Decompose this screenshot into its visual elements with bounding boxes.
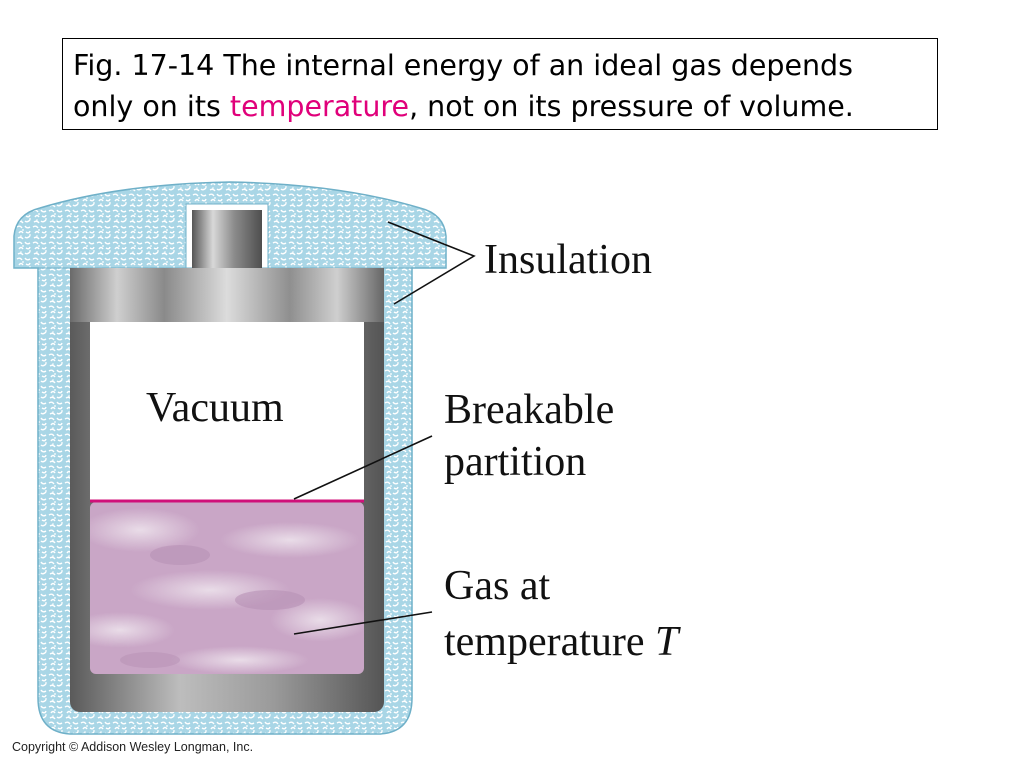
valve-stem [192, 210, 262, 270]
leader-lines [293, 221, 476, 635]
copyright-notice: Copyright © Addison Wesley Longman, Inc. [12, 740, 254, 754]
caption-highlight-temperature: temperature [229, 90, 410, 123]
caption-line-2: only on its temperature, not on its pres… [73, 86, 937, 127]
gas-leader [293, 611, 433, 635]
container-lid [70, 268, 384, 322]
caption-line-1: Fig. 17-14 The internal energy of an ide… [73, 49, 853, 82]
partition-label: Breakable partition [444, 384, 614, 488]
insulation-leader [387, 221, 476, 305]
caption-text-before: only on its [73, 90, 230, 123]
figure-caption: Fig. 17-14 The internal energy of an ide… [62, 38, 938, 130]
partition-label-line-2: partition [444, 439, 587, 485]
gas-chamber [90, 502, 364, 674]
gas-label-line-1: Gas at [444, 563, 551, 609]
gas-label-prefix: temperature [444, 619, 656, 665]
partition-leader [293, 435, 433, 500]
temperature-symbol: T [655, 619, 679, 665]
gas-label-line-2: temperature T [444, 614, 678, 670]
vacuum-label: Vacuum [146, 385, 284, 431]
insulation-label: Insulation [484, 237, 652, 283]
partition-label-line-1: Breakable [444, 387, 615, 433]
gas-label: Gas at temperature T [444, 558, 678, 670]
vacuum-chamber [90, 322, 364, 502]
caption-text-after: , not on its pressure of volume. [409, 90, 854, 123]
